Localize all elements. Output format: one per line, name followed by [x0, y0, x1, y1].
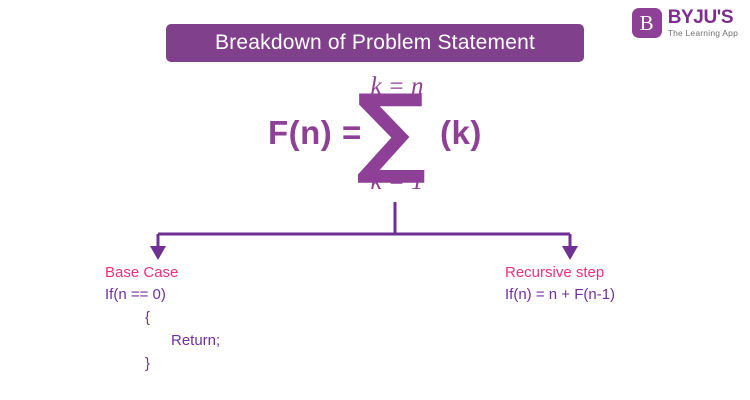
summation-lower-limit: k = 1: [370, 168, 424, 195]
byjus-logo-mark-icon: B: [631, 8, 662, 38]
logo-brand-name: BYJU'S: [667, 7, 734, 29]
arrowhead-left-icon: [150, 246, 166, 260]
logo-mark-letter: B: [639, 10, 654, 35]
formula-left-side: F(n) =: [268, 114, 362, 151]
sigma-icon: ∑: [356, 74, 427, 188]
formula-right-side: (k): [440, 114, 482, 151]
summation-formula: k = n F(n) = ∑ (k) k = 1: [0, 72, 750, 202]
page-title: Breakdown of Problem Statement: [215, 31, 535, 54]
logo-text-block: BYJU'S The Learning App: [668, 8, 738, 38]
code-line: If(n) = n + F(n-1): [505, 286, 616, 303]
branch-recursive-step-title: Recursive step: [505, 264, 605, 281]
formula-inner: k = n F(n) = ∑ (k) k = 1: [268, 72, 498, 202]
branch-base-case: Base Case If(n == 0) { Return; }: [105, 262, 405, 375]
logo-tagline: The Learning App: [667, 28, 738, 39]
branch-base-case-title: Base Case: [105, 264, 179, 281]
arrowhead-right-icon: [562, 246, 578, 260]
branch-recursive-step: Recursive step If(n) = n + F(n-1): [505, 262, 745, 306]
branch-connector: [0, 198, 750, 264]
code-line: {: [145, 309, 151, 326]
code-line: Return;: [171, 332, 221, 349]
summation-upper-limit: k = n: [370, 73, 424, 100]
byjus-logo: B BYJU'S The Learning App: [631, 8, 738, 38]
code-line: If(n == 0): [105, 286, 166, 303]
title-banner: Breakdown of Problem Statement: [166, 24, 584, 62]
code-line: }: [145, 355, 151, 372]
connector-svg: [150, 202, 578, 260]
